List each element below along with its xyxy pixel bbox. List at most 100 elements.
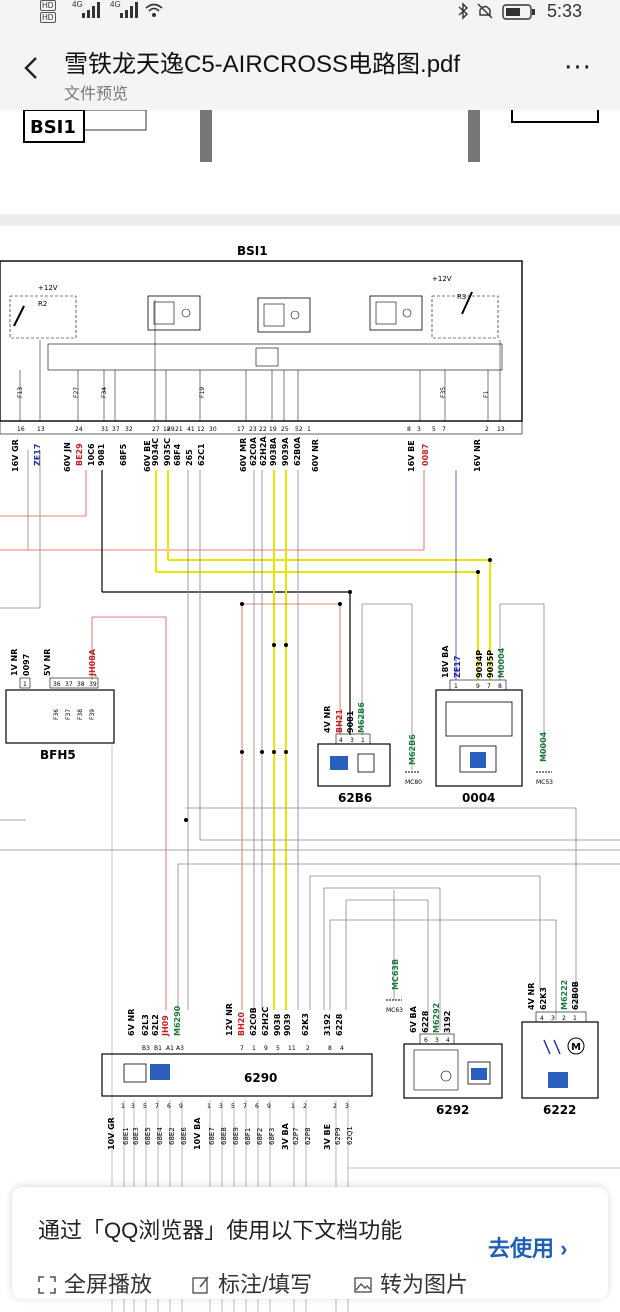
bsi1-wire-code: 9081 — [97, 443, 106, 466]
6290-top-pin: 1 — [252, 1045, 256, 1052]
6290-top-pin: 8 — [328, 1045, 332, 1052]
bfh5-title: BFH5 — [40, 748, 76, 762]
previous-page-bsi1-label: BSI1 — [30, 117, 76, 138]
more-options-button[interactable]: ··· — [564, 53, 592, 83]
6222-connector-label: 4V NR — [527, 983, 536, 1010]
6290-bottom-pin: 3 — [131, 1103, 135, 1110]
6290-bottom-wire: 62P8 — [304, 1127, 312, 1145]
bsi1-pin: 30 — [209, 426, 217, 433]
6290-bottom-pin: 7 — [243, 1103, 247, 1110]
6290-bottom-pin: 6 — [167, 1103, 171, 1110]
6222-title: 6222 — [543, 1103, 576, 1117]
bfh5-connector-5vnr: 5V NR — [43, 649, 52, 676]
6290-top-pin: B1 — [154, 1045, 162, 1052]
bsi1-wire-code: 62C1 — [197, 443, 206, 466]
0004-ground: MC53 — [536, 779, 553, 786]
bsi1-wire-code: 0087 — [421, 444, 430, 466]
fuse-label: F19 — [199, 387, 206, 398]
6292-wire: 6228 — [421, 1010, 430, 1033]
signal-icon — [82, 2, 100, 18]
62b6-wire: BH21 — [335, 709, 344, 733]
bsi1-wire-code: 62H2A — [259, 436, 268, 466]
6290-bottom-pin: 1 — [291, 1103, 295, 1110]
62b6-ground: MC80 — [405, 779, 422, 786]
6290-bottom-wire: 68E5 — [144, 1127, 152, 1145]
6290-bottom-wire: 68E1 — [122, 1127, 130, 1145]
fuse-label: F13 — [17, 387, 24, 398]
connector-0004: 1 9 7 8 18V BA ZE17 9034P 9035P M0004 M0… — [435, 645, 553, 805]
bsi1-relay-r2-label: R2 — [38, 300, 47, 308]
6290-top-wire: JH09 — [161, 1015, 170, 1037]
bsi1-pin: 29 — [167, 426, 175, 433]
6290-bottom-wire: 68E4 — [156, 1127, 164, 1145]
bsi1-pin: 16 — [17, 426, 25, 433]
6290-top-pin: B3 — [142, 1045, 150, 1052]
6222-wire: 62K3 — [539, 987, 548, 1010]
bsi1-pin: 21 — [175, 426, 183, 433]
6290-top-wire: 6228 — [335, 1013, 344, 1036]
bfh5-pin: 38 — [77, 681, 85, 688]
bsi1-pin: 31 — [101, 426, 109, 433]
6290-top-wire: 3192 — [323, 1014, 332, 1036]
bfh5-connector-1vnr: 1V NR — [10, 649, 19, 676]
6292-connector-label: 6V BA — [409, 1005, 418, 1033]
0004-connector-label: 18V BA — [441, 645, 450, 678]
0004-pin: 1 — [454, 683, 458, 690]
image-icon — [354, 1277, 372, 1293]
bsi1-plus12v-left: +12V — [38, 284, 58, 292]
bsi1-connector-label: 16V GR — [11, 439, 20, 472]
bfh5-pin: 37 — [65, 681, 73, 688]
bfh5-fuse: F36 — [53, 709, 60, 720]
bfh5-wire-0097: 0097 — [22, 654, 31, 676]
62b6-pin: 3 — [350, 737, 354, 744]
bsi1-title: BSI1 — [237, 244, 268, 258]
title-bar — [0, 24, 620, 110]
6290-top-wire: 62K3 — [301, 1013, 310, 1036]
bsi1-relay-r3-label: R3 — [457, 293, 466, 301]
bsi1-wire-code: 265 — [185, 449, 194, 466]
mc63-wire: MC63B — [391, 959, 400, 990]
6290-bottom-wire: 68F1 — [244, 1128, 252, 1145]
6290-bottom-connector: 3V BE — [323, 1124, 332, 1150]
bsi1-pin: 1 — [307, 426, 311, 433]
page-separator — [0, 214, 620, 226]
hd-badge: HD — [40, 12, 56, 23]
62b6-pin: 1 — [361, 737, 365, 744]
6290-bottom-wire: 68E7 — [208, 1127, 216, 1145]
bfh5-pin: 39 — [89, 681, 97, 688]
battery-icon — [502, 4, 535, 20]
6290-bottom-pin: 9 — [179, 1103, 183, 1110]
62b6-pin: 4 — [339, 737, 343, 744]
bsi1-pin: 8 — [407, 426, 411, 433]
back-button[interactable] — [14, 48, 50, 88]
6290-top-pin: 7 — [240, 1045, 244, 1052]
0004-pin: 8 — [498, 683, 502, 690]
6222-pin: 3 — [551, 1015, 555, 1022]
6290-top-wire: M6290 — [173, 1005, 182, 1036]
fullscreen-play-button[interactable]: 全屏播放 — [38, 1267, 152, 1299]
6290-bottom-pin: 5 — [143, 1103, 147, 1110]
6290-top-pin: 4 — [340, 1045, 344, 1052]
bsi1-pin: 23 — [249, 426, 257, 433]
fuse-label: F1 — [483, 391, 490, 398]
convert-to-image-button[interactable]: 转为图片 — [354, 1267, 468, 1299]
bsi1-wire-code: BE29 — [75, 443, 84, 466]
6290-top-wire: 62L3 — [141, 1014, 150, 1036]
bsi1-wire-code: 68F5 — [119, 443, 128, 466]
bfh5-pin: 1 — [23, 681, 27, 688]
6290-bottom-wire: 68E2 — [168, 1127, 176, 1145]
bsi1-connector-label: 60V BE — [143, 440, 152, 472]
go-use-button[interactable]: 去使用 › — [488, 1236, 568, 1261]
mute-icon — [477, 3, 493, 19]
bsi1-pin: 5 — [432, 426, 436, 433]
mc63-ground: MC63 — [386, 1007, 403, 1014]
status-bar: HD HD 4G 4G 5:33 — [0, 0, 620, 24]
wires — [0, 450, 620, 1312]
6222-pin: 2 — [562, 1015, 566, 1022]
hd-badge: HD — [40, 0, 56, 11]
annotate-fill-button[interactable]: 标注/填写 — [192, 1267, 312, 1299]
bsi1-connector-label: 60V MR — [239, 438, 248, 472]
